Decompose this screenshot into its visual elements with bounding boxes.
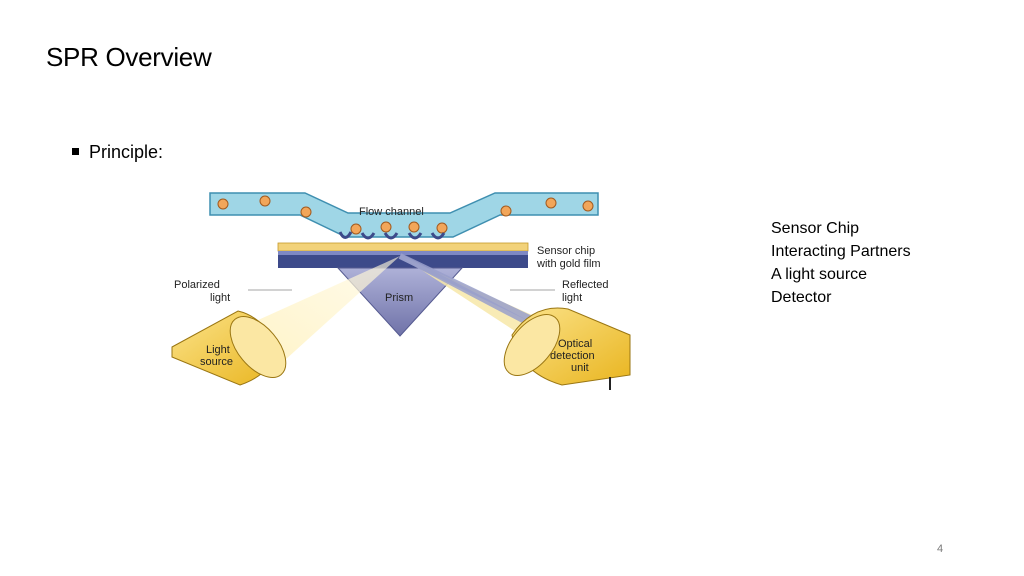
component-item: Interacting Partners — [771, 243, 911, 260]
gold-film — [277, 242, 529, 252]
light-source-label: Light — [206, 344, 230, 356]
light-source-label-2: source — [200, 356, 233, 368]
detector-label: Optical — [558, 338, 592, 350]
polarized-light-beam — [245, 256, 400, 360]
analyte-particles — [217, 195, 594, 235]
bullet-marker-icon — [72, 148, 79, 155]
slide-title: SPR Overview — [46, 42, 212, 72]
optical-detection-unit — [503, 307, 631, 390]
light-source — [171, 310, 287, 386]
component-item: Detector — [771, 289, 832, 306]
spr-diagram: Flow channel Sensor chip with gold film … — [171, 192, 631, 390]
page-number: 4 — [937, 543, 944, 555]
prism-label: Prism — [385, 292, 413, 304]
sensor-chip-label: Sensor chip — [537, 245, 595, 257]
detector-label-2: detection — [550, 350, 595, 362]
flow-channel — [209, 192, 599, 238]
ligand-receptors — [338, 231, 446, 240]
reflected-light-label-2: light — [562, 292, 582, 304]
detector-label-3: unit — [571, 362, 589, 374]
sensor-chip-label-2: with gold film — [536, 258, 601, 270]
reflected-light-label: Reflected — [562, 279, 608, 291]
components-list: Sensor Chip Interacting Partners A light… — [771, 217, 911, 309]
polarized-light-label-2: light — [210, 292, 230, 304]
polarized-light-label: Polarized — [174, 279, 220, 291]
component-item: Sensor Chip — [771, 220, 860, 237]
prism — [336, 267, 464, 337]
principle-bullet: Principle: — [72, 142, 163, 163]
principle-label: Principle: — [89, 142, 164, 162]
component-item: A light source — [771, 266, 868, 283]
flow-channel-label: Flow channel — [359, 206, 424, 218]
